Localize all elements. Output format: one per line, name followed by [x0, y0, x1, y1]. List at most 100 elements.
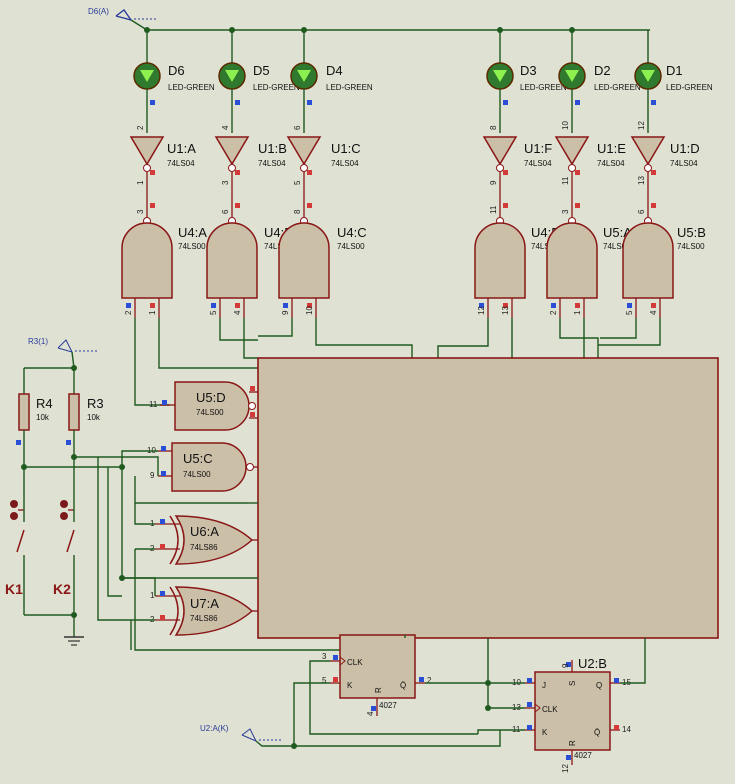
terminal-r3: R3(1) [24, 337, 99, 369]
flipflop-a-qbar-label: Q̄ [400, 681, 406, 690]
resistor-r3-ref: R3 [87, 396, 104, 411]
flipflop-b-s-label: S [568, 681, 577, 686]
nand-u5a-pin-in2: 1 [573, 310, 582, 315]
inverter-u1c-ref: U1:C [331, 141, 361, 156]
terminal-d6-label: D6(A) [88, 7, 109, 16]
nand-u4d-pin-in2: 13 [501, 306, 510, 315]
inverter-u1b-type: 74LS04 [258, 159, 286, 168]
nand-u5d-pin: 11 [149, 400, 158, 409]
xor-u7a-type: 74LS86 [190, 614, 218, 623]
led-d2-pin: 10 [561, 121, 570, 130]
nand-u4c-type: 74LS00 [337, 242, 365, 251]
flipflop-b-r-label: R [568, 740, 577, 746]
led-column-d5: D5 LED-GREEN 4 [218, 30, 300, 133]
inverter-u1e-type: 74LS04 [597, 159, 625, 168]
nand-u5d: 11 U5:D 74LS00 [149, 381, 258, 431]
inverter-u1d-ref: U1:D [670, 141, 700, 156]
flipflop-b-q-label: Q [596, 681, 602, 690]
inverter-u1a-type: 74LS04 [167, 159, 195, 168]
flipflop-wiring [293, 635, 646, 746]
nand-u4a-pin-out: 3 [136, 209, 145, 214]
resistor-r3-value: 10k [87, 413, 101, 422]
inverter-u1f-pin: 9 [489, 180, 498, 185]
flipflop-b-j-label: J [542, 681, 546, 690]
nand-u5b-pin-out: 6 [637, 209, 646, 214]
led-d3-pin: 8 [489, 125, 498, 130]
switch-k2[interactable]: K2 [53, 497, 75, 637]
led-d4-ref: D4 [326, 63, 343, 78]
led-d6-ref: D6 [168, 63, 185, 78]
inverter-u1f: U1:F 74LS04 9 [482, 136, 552, 200]
xor-u7a-ref: U7:A [190, 596, 219, 611]
led-column-d2: D2 LED-GREEN 10 [558, 30, 641, 133]
led-d1-ref: D1 [666, 63, 683, 78]
nand-u4a-type: 74LS00 [178, 242, 206, 251]
led-d1-pin: 12 [637, 121, 646, 130]
led-d5-pin: 4 [221, 125, 230, 130]
led-d6-value: LED-GREEN [168, 83, 215, 92]
flipflop-a-r-pin: 4 [366, 711, 375, 716]
nand-u4b-pin-in1: 5 [209, 310, 218, 315]
inverter-u1b: U1:B 74LS04 3 [214, 136, 287, 200]
led-column-d6: D6 LED-GREEN 2 [133, 30, 215, 133]
nand-u4a-pin-in2: 1 [148, 310, 157, 315]
inverter-u1f-type: 74LS04 [524, 159, 552, 168]
ground-symbol [24, 614, 84, 646]
nand-u5a-pin-in1: 2 [549, 310, 558, 315]
resistor-r4-value: 10k [36, 413, 50, 422]
terminal-r3-label: R3(1) [28, 337, 48, 346]
xor-u6a-ref: U6:A [190, 524, 219, 539]
xor-u7a-pin-a: 1 [150, 591, 155, 600]
nand-u4a-pin-in1: 2 [124, 310, 133, 315]
resistor-r3: R3 10k [66, 368, 104, 497]
nand-u4b-pin-in2: 4 [233, 310, 242, 315]
led-d1-value: LED-GREEN [666, 83, 713, 92]
flipflop-b-ref: U2:B [578, 656, 607, 671]
led-d3-value: LED-GREEN [520, 83, 567, 92]
nand-u4a-ref: U4:A [178, 225, 207, 240]
flipflop-b-clk-label: CLK [542, 705, 558, 714]
flipflop-b-k-label: K [542, 728, 548, 737]
led-d4-value: LED-GREEN [326, 83, 373, 92]
nand-u4c: U4:C 74LS00 8 9 10 [278, 200, 367, 318]
flipflop-b-qbar-pin: 14 [622, 725, 631, 734]
switch-k1-label: K1 [5, 581, 23, 597]
inverter-u1a: U1:A 74LS04 1 [129, 136, 196, 200]
nand-u5a-type: 74LS00 [603, 242, 631, 251]
nand-u5c-type: 74LS00 [183, 470, 211, 479]
led-d2-value: LED-GREEN [594, 83, 641, 92]
nand-u5b: U5:B 74LS00 6 5 4 [622, 200, 706, 318]
nand-u5a: U5:A 74LS00 3 2 1 [546, 200, 632, 318]
led-d5-ref: D5 [253, 63, 270, 78]
led-column-d1: D1 LED-GREEN 12 [634, 30, 713, 133]
resistor-r4: R4 10k [16, 368, 53, 497]
nand-u5b-pin-in1: 5 [625, 310, 634, 315]
inverter-u1d-type: 74LS04 [670, 159, 698, 168]
led-d5-value: LED-GREEN [253, 83, 300, 92]
switch-k1[interactable]: K1 [5, 497, 25, 615]
xor-u7a: 1 2 U7:A 74LS86 [150, 586, 258, 636]
nand-u5d-ref: U5:D [196, 390, 226, 405]
nand-u5b-ref: U5:B [677, 225, 706, 240]
terminal-u2a: U2:A(K) [200, 724, 501, 747]
inverter-u1c-type: 74LS04 [331, 159, 359, 168]
nand-u5b-type: 74LS00 [677, 242, 705, 251]
inverter-u1b-pin: 3 [221, 180, 230, 185]
flipflop-a-clk-pin: 3 [322, 652, 327, 661]
flipflop-a-r-label: R [374, 687, 383, 693]
led-d3-ref: D3 [520, 63, 537, 78]
inverter-u1f-ref: U1:F [524, 141, 552, 156]
flipflop-a-k-pin: 5 [322, 676, 327, 685]
nand-u5a-pin-out: 3 [561, 209, 570, 214]
nand-u4d-pin-out: 11 [489, 205, 498, 214]
inverter-u1a-pin: 1 [136, 180, 145, 185]
terminal-u2a-label: U2:A(K) [200, 724, 229, 733]
flipflop-a-part: 4027 [379, 701, 397, 710]
led-column-d3: D3 LED-GREEN 8 [486, 30, 567, 133]
nand-u4d-type: 74LS00 [531, 242, 559, 251]
flipflop-b-qbar-label: Q̄ [594, 728, 600, 737]
subcircuit-block [257, 357, 719, 639]
nand-u4c-pin-in1: 9 [281, 310, 290, 315]
nand-u4a: U4:A 74LS00 3 2 1 [121, 200, 207, 318]
